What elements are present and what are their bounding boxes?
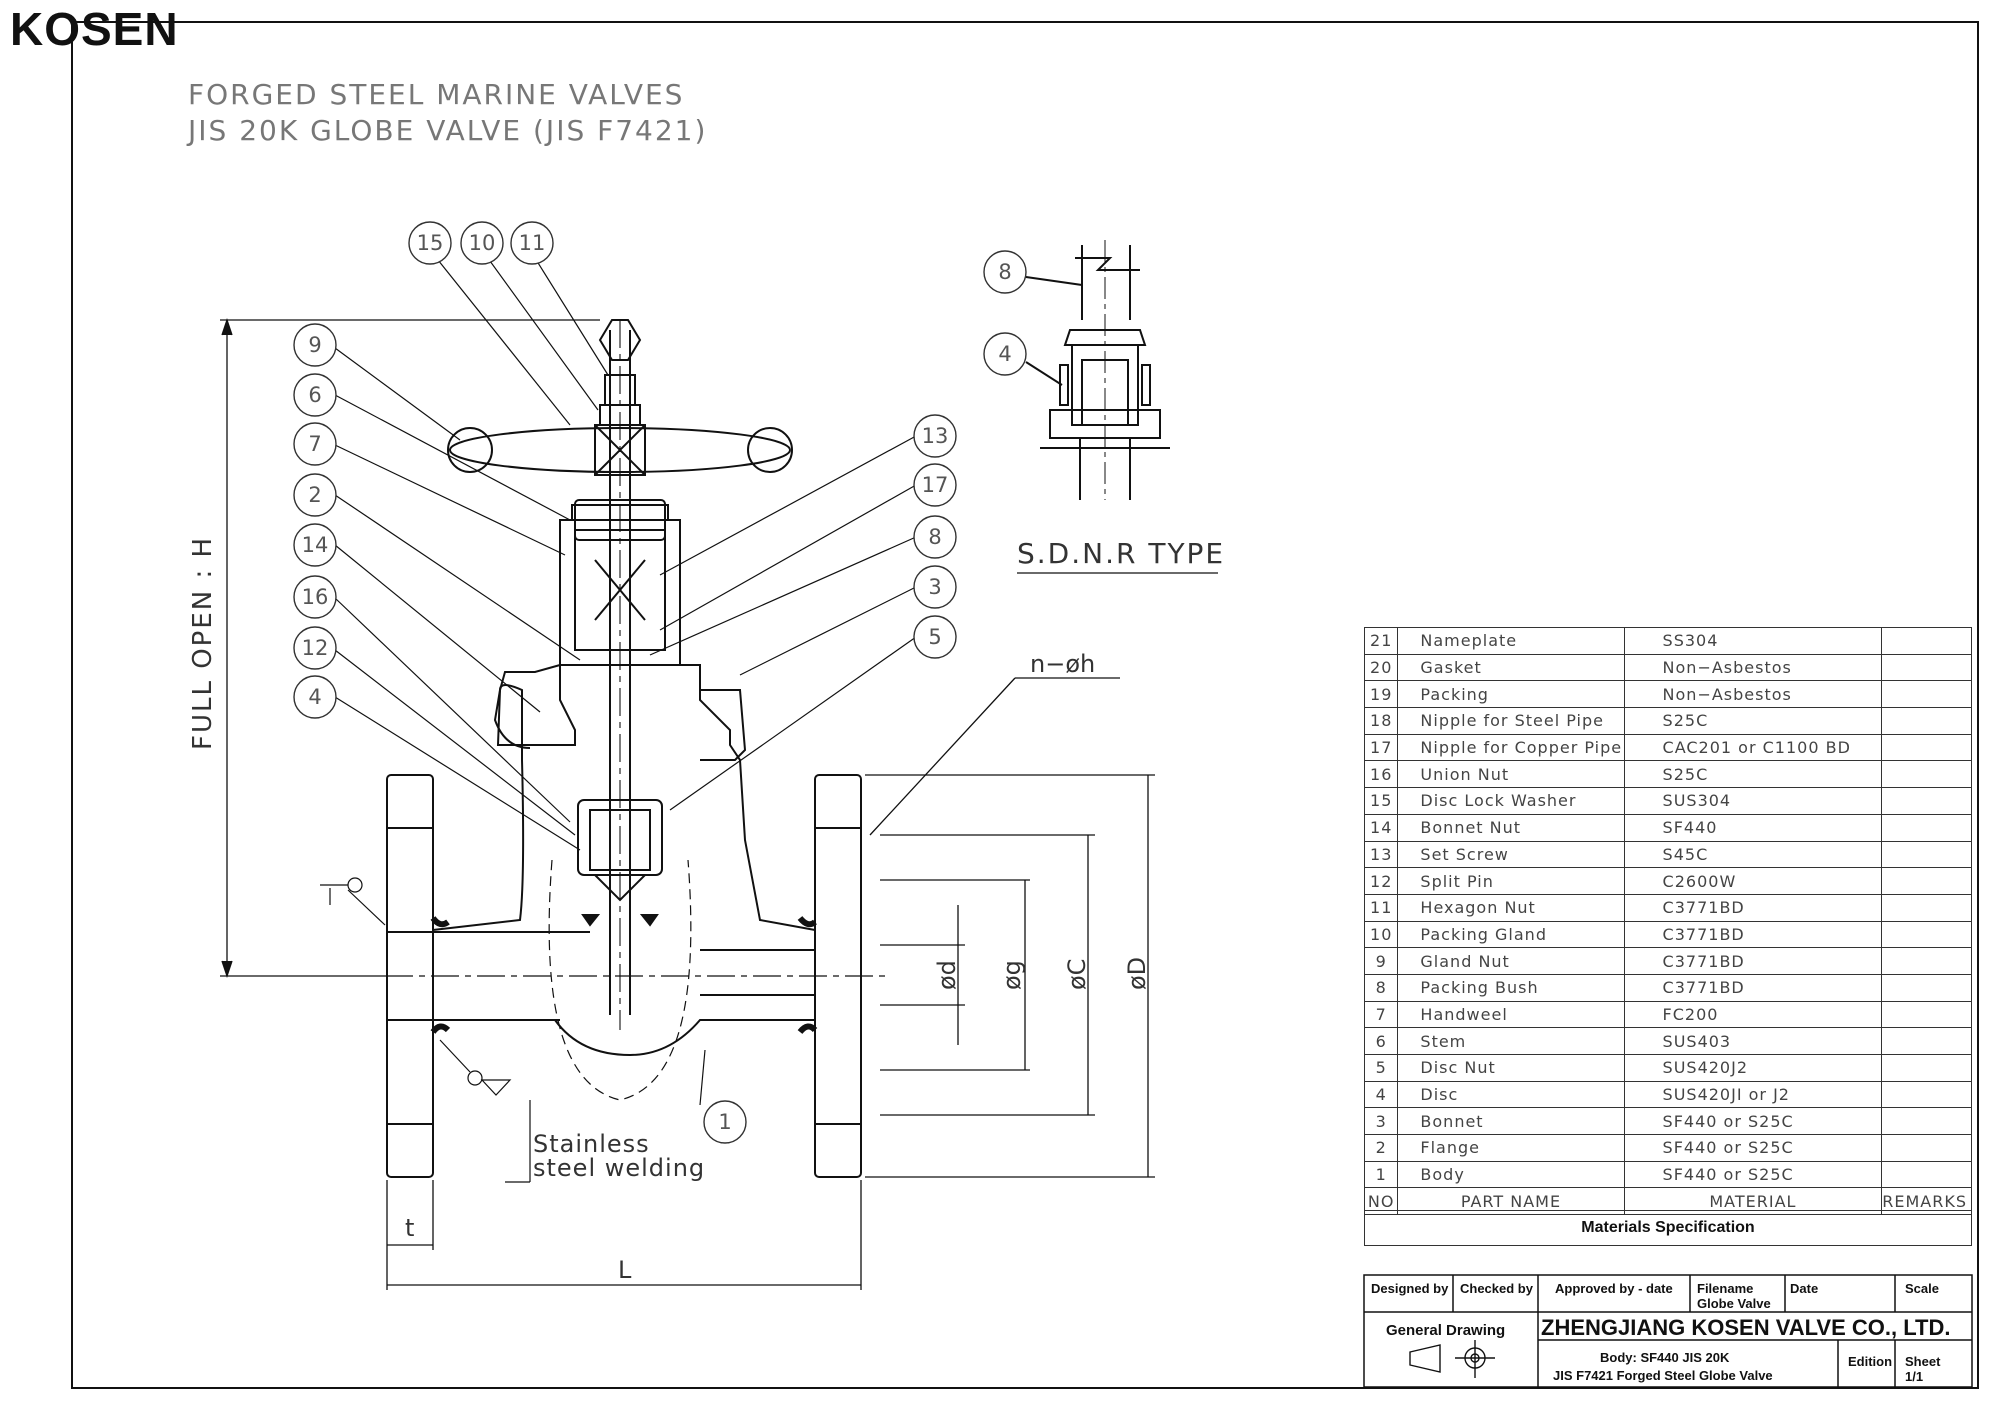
balloon-9: 9 xyxy=(293,323,337,367)
drawing-title-line1: FORGED STEEL MARINE VALVES xyxy=(188,78,685,111)
drawing-frame xyxy=(71,21,1979,1389)
sheet-value: 1/1 xyxy=(1905,1369,1924,1384)
svg-text:3: 3 xyxy=(928,575,941,599)
filename-label: Filename xyxy=(1697,1281,1754,1296)
od-label: ød xyxy=(933,960,961,990)
balloon-16: 16 xyxy=(293,575,337,619)
svg-text:4: 4 xyxy=(998,342,1011,366)
balloon-15: 15 xyxy=(408,221,452,265)
balloon-8: 8 xyxy=(913,515,957,559)
L-label: L xyxy=(618,1256,632,1284)
balloon-8-sdnr: 8 xyxy=(983,250,1027,294)
welding-label-line2: steel welding xyxy=(533,1154,705,1182)
balloon-17: 17 xyxy=(913,463,957,507)
sdnr-detail-view xyxy=(1017,240,1218,574)
og-label: øg xyxy=(998,960,1026,990)
part-balloons: 15 10 11 9 6 7 2 14 16 12 4 13 17 8 3 5 … xyxy=(293,221,1027,1144)
balloon-4-sdnr: 4 xyxy=(983,332,1027,376)
t-label: t xyxy=(405,1214,414,1242)
svg-text:11: 11 xyxy=(519,231,546,255)
scale-label: Scale xyxy=(1905,1281,1939,1296)
balloon-14: 14 xyxy=(293,523,337,567)
svg-text:6: 6 xyxy=(308,383,321,407)
oc-label: øC xyxy=(1063,959,1091,990)
general-drawing-label: General Drawing xyxy=(1386,1322,1506,1339)
filename-value: Globe Valve xyxy=(1697,1296,1771,1311)
balloon-3: 3 xyxy=(913,565,957,609)
svg-text:9: 9 xyxy=(308,333,321,357)
balloon-6: 6 xyxy=(293,373,337,417)
balloon-1: 1 xyxy=(703,1100,747,1144)
welding-label-line1: Stainless xyxy=(533,1130,650,1158)
dimension-lines xyxy=(220,317,1155,1290)
svg-text:14: 14 xyxy=(302,533,329,557)
checked-by-label: Checked by xyxy=(1460,1281,1533,1296)
svg-text:16: 16 xyxy=(302,585,329,609)
svg-text:2: 2 xyxy=(308,483,321,507)
svg-text:4: 4 xyxy=(308,685,321,709)
sheet-label: Sheet xyxy=(1905,1354,1941,1369)
balloon-11: 11 xyxy=(510,221,554,265)
svg-text:5: 5 xyxy=(928,625,941,649)
kosen-logo: KOSEN xyxy=(10,3,179,55)
svg-text:10: 10 xyxy=(469,231,496,255)
svg-text:13: 13 xyxy=(922,424,949,448)
designed-by-label: Designed by xyxy=(1371,1281,1449,1296)
balloon-leaders xyxy=(334,249,917,1106)
desc-line1: Body: SF440 JIS 20K xyxy=(1600,1350,1730,1365)
date-label: Date xyxy=(1790,1281,1819,1296)
approved-by-label: Approved by - date xyxy=(1555,1281,1673,1296)
balloon-4: 4 xyxy=(293,675,337,719)
materials-caption: Materials Specification xyxy=(1364,1210,1972,1246)
svg-text:8: 8 xyxy=(998,260,1011,284)
drawing-title-line2: JIS 20K GLOBE VALVE (JIS F7421) xyxy=(188,114,708,147)
full-open-label: FULL OPEN : H xyxy=(188,536,218,750)
balloon-7: 7 xyxy=(293,422,337,466)
svg-text:8: 8 xyxy=(928,525,941,549)
balloon-2: 2 xyxy=(293,473,337,517)
svg-text:12: 12 xyxy=(302,636,329,660)
svg-text:1: 1 xyxy=(718,1110,731,1134)
welding-symbols xyxy=(320,877,531,1183)
edition-label: Edition xyxy=(1848,1354,1893,1369)
sdnr-type-label: S.D.N.R TYPE xyxy=(1017,537,1225,570)
balloon-10: 10 xyxy=(460,221,504,265)
balloon-13: 13 xyxy=(913,414,957,458)
desc-line2: JIS F7421 Forged Steel Globe Valve xyxy=(1553,1368,1773,1383)
balloon-12: 12 xyxy=(293,626,337,670)
svg-text:17: 17 xyxy=(922,473,949,497)
n-h-label: n−øh xyxy=(1030,650,1095,678)
balloon-5: 5 xyxy=(913,615,957,659)
svg-text:15: 15 xyxy=(417,231,444,255)
valve-main-view xyxy=(385,319,890,1178)
svg-text:7: 7 xyxy=(308,432,321,456)
company-name: ZHENGJIANG KOSEN VALVE CO., LTD. xyxy=(1541,1315,1951,1340)
oD-label: øD xyxy=(1123,957,1151,990)
